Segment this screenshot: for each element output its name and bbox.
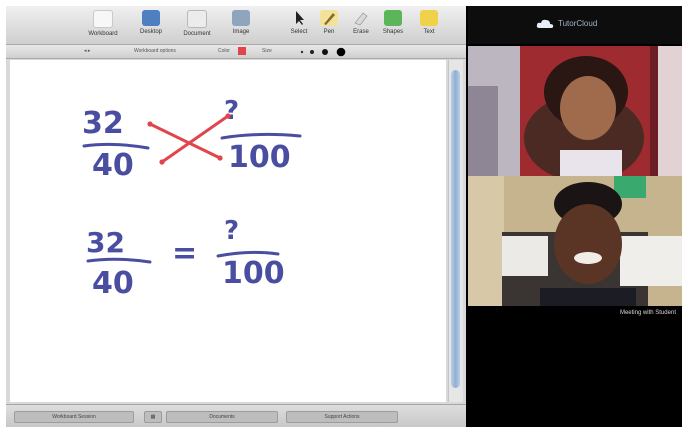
toolbar: Workboard Desktop Document Image Select [6,6,466,45]
eq1-denominator-left: 40 [92,148,134,183]
toolbar-desktop-button[interactable]: Desktop [130,10,172,42]
eq2-numerator-left: 32 [86,226,125,259]
pen-icon [320,10,338,26]
toolbar-text-button[interactable]: Text [408,10,450,42]
brand-name: TutorCloud [558,19,598,28]
eq1-denominator-right: 100 [228,140,291,175]
whiteboard-window: Workboard Desktop Document Image Select [6,6,466,427]
documents-tab[interactable]: Documents [166,411,278,423]
eq2-denominator-right: 100 [222,256,285,291]
tutor-video-image [468,176,682,306]
shapes-icon [384,10,402,26]
workboard-icon [93,10,113,28]
video-caption: Meeting with Student [619,310,676,316]
options-bar: ◂ ▸ Workboard options Color Size [6,45,466,59]
grid-icon[interactable]: ▦ [144,411,162,423]
toolbar-workboard-button[interactable]: Workboard [82,10,124,42]
support-tab[interactable]: Support Actions [286,411,398,423]
video-panel: TutorCloud [468,6,682,427]
toolbar-document-button[interactable]: Document [176,10,218,42]
pen-size-options[interactable] [296,46,356,57]
toolbar-select-button[interactable]: Select [278,10,320,42]
size-label: Size [262,48,272,54]
color-swatch[interactable] [238,47,246,55]
toolbar-pen-button[interactable]: Pen [308,10,350,42]
eq2-numerator-right: ? [224,216,240,246]
cursor-icon [290,10,308,26]
toolbar-shapes-button[interactable]: Shapes [372,10,414,42]
nav-arrows-icon[interactable]: ◂ ▸ [84,48,91,54]
toolbar-erase-button[interactable]: Erase [340,10,382,42]
vertical-scrollbar[interactable] [448,60,463,402]
status-bar: Workboard Session ▦ Documents Support Ac… [6,404,466,427]
eq2-equals-sign: = [172,236,198,271]
student-video-image [468,46,682,176]
ink-strokes [82,113,302,264]
toolbar-image-button[interactable]: Image [220,10,262,42]
app-window: Workboard Desktop Document Image Select [6,6,682,427]
video-feed-tutor [468,176,682,306]
eq2-denominator-left: 40 [92,266,134,301]
whiteboard-canvas[interactable]: 32 ? 40 100 32 40 = ? 100 [10,60,446,402]
eq1-numerator-left: 32 [82,106,124,141]
color-label: Color [218,48,230,54]
document-icon [187,10,207,28]
desktop-icon [142,10,160,26]
video-feed-student [468,46,682,176]
options-label: Workboard options [134,48,176,54]
cloud-icon [536,19,554,28]
session-tab[interactable]: Workboard Session [14,411,134,423]
image-icon [232,10,250,26]
video-header: TutorCloud [468,6,682,44]
scrollbar-thumb[interactable] [451,70,460,388]
eraser-icon [352,10,370,26]
text-icon [420,10,438,26]
